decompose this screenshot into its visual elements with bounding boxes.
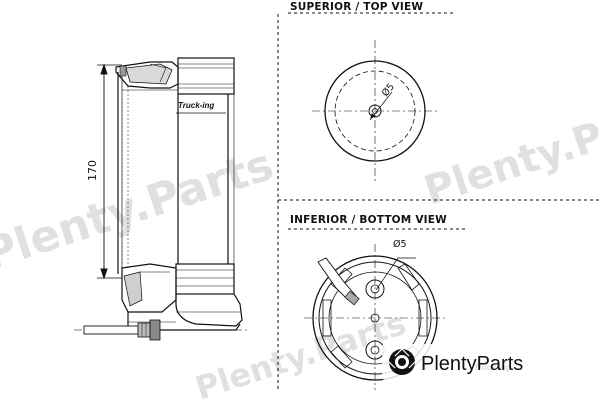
view-dividers [277,12,600,390]
air-fitting [83,319,161,341]
top-hole-dimension: Ø5 [380,81,397,98]
top-view [312,40,438,184]
bottom-hole-dimension: Ø5 [393,239,407,250]
watermark-left: Plenty.Parts [0,139,279,280]
bottom-view-label: INFERIOR / BOTTOM VIEW [290,214,447,226]
plentyparts-badge [382,344,596,380]
side-view-logo: Truck-ing [178,101,214,110]
watermark-bottom: Plenty.Parts [191,304,411,400]
height-dimension-label: 170 [86,160,99,181]
side-view [74,57,250,341]
top-view-label: SUPERIOR / TOP VIEW [290,1,423,13]
bottom-view [304,244,446,390]
plentyparts-badge-text: PlentyParts [421,353,523,375]
watermark-right: Plenty.Parts [419,86,600,214]
